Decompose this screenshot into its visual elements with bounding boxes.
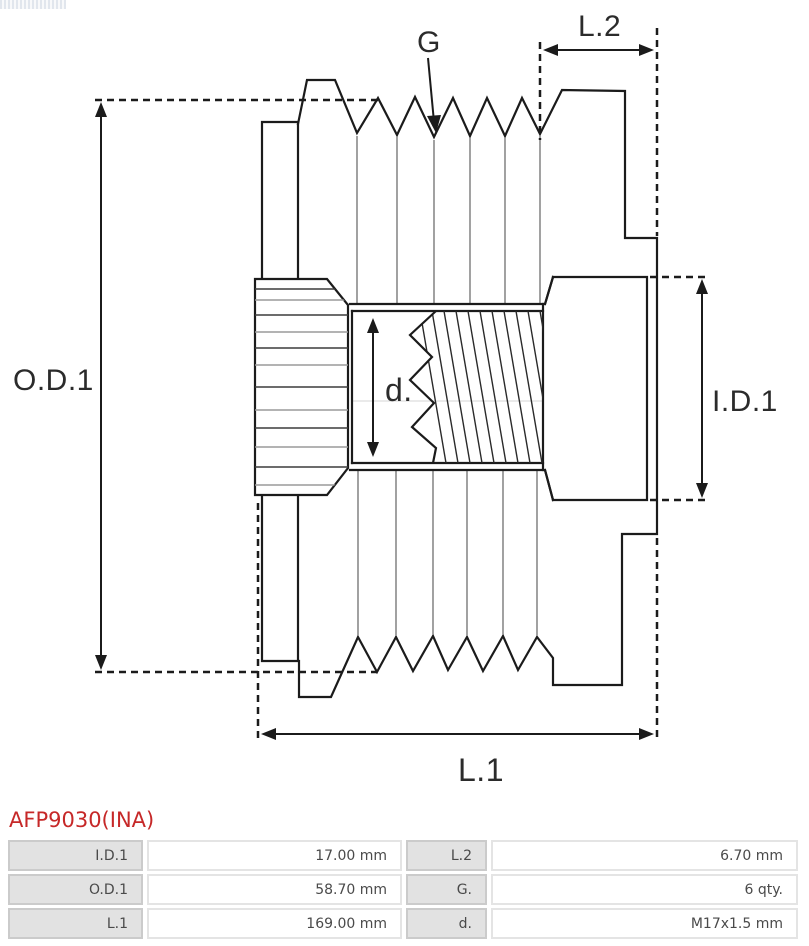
spec-label-l2: L.2 bbox=[406, 840, 487, 871]
dimension-l2: L.2 bbox=[538, 10, 659, 236]
l1-label: L.1 bbox=[458, 752, 504, 788]
pulley-technical-drawing: O.D.1 G L.2 I.D.1 d. bbox=[13, 10, 778, 788]
spec-value-l1: 169.00 mm bbox=[147, 908, 402, 939]
spec-label-od1: O.D.1 bbox=[8, 874, 143, 905]
dimension-d: d. bbox=[367, 318, 413, 457]
dimension-od1: O.D.1 bbox=[13, 98, 378, 674]
dimension-g: G bbox=[417, 26, 441, 133]
spec-value-od1: 58.70 mm bbox=[147, 874, 402, 905]
spec-value-d: M17x1.5 mm bbox=[491, 908, 798, 939]
bore-and-boss bbox=[348, 275, 649, 502]
g-label: G bbox=[417, 26, 441, 59]
spec-label-id1: I.D.1 bbox=[8, 840, 143, 871]
d-label: d. bbox=[385, 372, 413, 408]
spec-label-d: d. bbox=[406, 908, 487, 939]
thread-section bbox=[408, 310, 543, 464]
knurled-hub bbox=[253, 277, 350, 497]
spec-value-g: 6 qty. bbox=[491, 874, 798, 905]
spec-value-id1: 17.00 mm bbox=[147, 840, 402, 871]
id1-label: I.D.1 bbox=[712, 385, 778, 418]
spec-label-l1: L.1 bbox=[8, 908, 143, 939]
spec-label-g: G. bbox=[406, 874, 487, 905]
od1-label: O.D.1 bbox=[13, 364, 94, 397]
dimension-l1: L.1 bbox=[256, 503, 659, 788]
spec-value-l2: 6.70 mm bbox=[491, 840, 798, 871]
groove-bottom-lines bbox=[356, 136, 541, 636]
l2-label: L.2 bbox=[578, 10, 621, 43]
watermark-remnant bbox=[0, 0, 66, 9]
spec-table: I.D.1 17.00 mm L.2 6.70 mm O.D.1 58.70 m… bbox=[8, 840, 798, 939]
dimension-id1: I.D.1 bbox=[650, 275, 778, 502]
part-number-title: AFP9030(INA) bbox=[9, 808, 155, 832]
